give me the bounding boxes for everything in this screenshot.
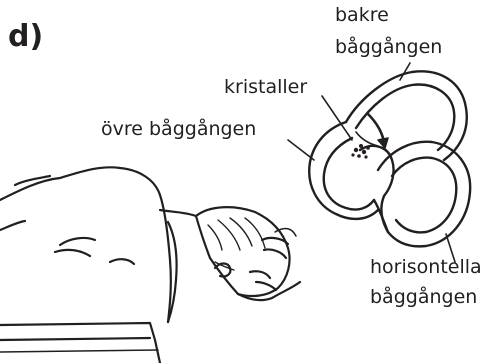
horizontal-canal-label-line2: båggången — [370, 288, 477, 307]
panel-letter: d) — [8, 22, 43, 52]
leader-ovre — [288, 140, 314, 160]
superior-canal-label: övre båggången — [101, 120, 256, 139]
patient-figure — [0, 167, 300, 322]
crystals-label: kristaller — [224, 78, 307, 97]
semicircular-canals — [309, 71, 470, 246]
table — [0, 323, 160, 363]
horizontal-canal-label-line1: horisontella — [370, 258, 482, 277]
posterior-canal-label-line2: båggången — [335, 38, 442, 57]
posterior-canal-label-line1: bakre — [335, 6, 389, 25]
